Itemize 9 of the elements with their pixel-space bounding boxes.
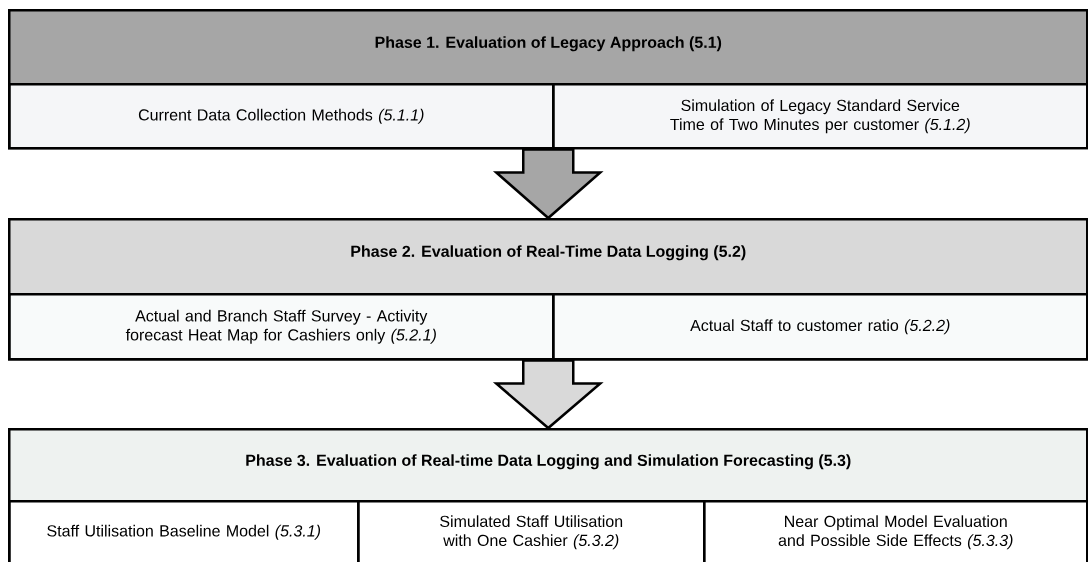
sub-box: Current Data Collection Methods (5.1.1) bbox=[8, 83, 555, 150]
sub-box: Near Optimal Model Evaluation and Possible Side Effects (5.3.3) bbox=[703, 500, 1088, 562]
sub-box: Simulated Staff Utilisation with One Cashier (5.3.2) bbox=[357, 500, 706, 562]
sub-box: Actual Staff to customer ratio (5.2.2) bbox=[552, 293, 1088, 361]
block-arrow bbox=[492, 148, 604, 220]
sub-box: Simulation of Legacy Standard Service Time of Two Minutes per customer (5.1.2) bbox=[552, 83, 1088, 150]
sub-box: Actual and Branch Staff Survey - Activity forecast Heat Map for Cashiers only (5.2.1) bbox=[8, 293, 555, 361]
block-arrow bbox=[492, 359, 604, 430]
sub-box: Staff Utilisation Baseline Model (5.3.1) bbox=[8, 500, 360, 562]
